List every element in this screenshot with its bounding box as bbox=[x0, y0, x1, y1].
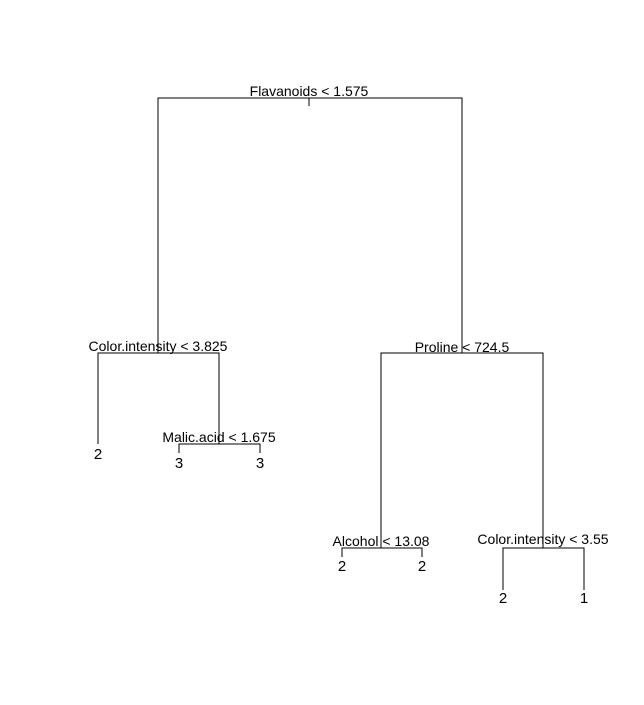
leaf-label: 1 bbox=[580, 590, 588, 607]
leaf-label: 2 bbox=[418, 558, 426, 575]
left-branch bbox=[97, 352, 220, 444]
root-branch bbox=[157, 97, 463, 353]
tree-branches bbox=[97, 97, 585, 590]
leaf-label: 3 bbox=[175, 455, 183, 472]
right-right-branch bbox=[502, 547, 585, 590]
left-split-label: Color.intensity < 3.825 bbox=[89, 338, 228, 354]
leaf-label: 2 bbox=[499, 590, 507, 607]
leaf-label: 2 bbox=[94, 446, 102, 463]
leaf-labels: 2 3 3 2 2 2 1 bbox=[94, 446, 588, 607]
right-left-split-label: Alcohol < 13.08 bbox=[333, 533, 430, 549]
right-right-split-label: Color.intensity < 3.55 bbox=[477, 531, 608, 547]
right-split-label: Proline < 724.5 bbox=[415, 339, 510, 355]
right-left-branch bbox=[341, 547, 423, 557]
leaf-label: 3 bbox=[256, 455, 264, 472]
left-right-branch bbox=[178, 443, 261, 453]
right-branch bbox=[380, 352, 544, 548]
leaf-label: 2 bbox=[338, 558, 346, 575]
split-labels: Flavanoids < 1.575 Color.intensity < 3.8… bbox=[89, 83, 609, 549]
left-right-split-label: Malic.acid < 1.675 bbox=[162, 429, 275, 445]
root-split-label: Flavanoids < 1.575 bbox=[250, 83, 369, 99]
